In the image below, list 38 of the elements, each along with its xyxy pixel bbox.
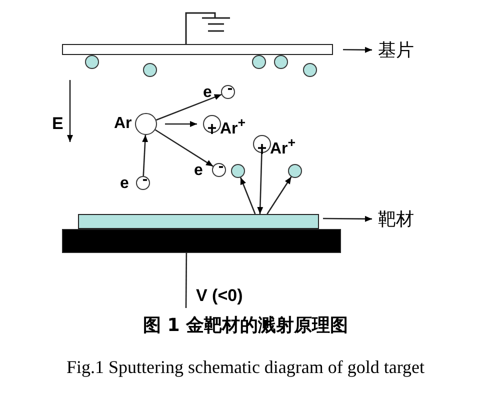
arrow bbox=[323, 216, 372, 222]
argon-ion bbox=[253, 135, 271, 153]
arrow bbox=[142, 134, 148, 176]
substrate-plate bbox=[62, 44, 333, 55]
deposited-atom bbox=[85, 55, 99, 69]
part-label: 靶材 bbox=[378, 208, 414, 231]
figure-title: 图 1 金靶材的溅射原理图 bbox=[142, 314, 350, 337]
particle-label: Ar$^{+}$ bbox=[220, 114, 246, 138]
deposited-atom bbox=[274, 55, 288, 69]
arrow bbox=[343, 46, 372, 53]
arrow bbox=[156, 94, 222, 121]
electron bbox=[221, 85, 235, 99]
arrow bbox=[257, 152, 264, 214]
deposited-atom bbox=[252, 55, 266, 69]
arrow bbox=[154, 129, 214, 167]
particle-label: e bbox=[120, 175, 129, 193]
argon-ion bbox=[203, 115, 221, 133]
electrode-plate bbox=[62, 229, 341, 253]
arrow bbox=[240, 177, 256, 214]
argon-atom bbox=[135, 113, 157, 135]
electron bbox=[136, 176, 150, 190]
arrow bbox=[165, 121, 197, 127]
field-label: E bbox=[52, 115, 64, 133]
deposited-atom bbox=[143, 63, 157, 77]
electron bbox=[212, 163, 226, 177]
arrow bbox=[266, 176, 292, 214]
figure-caption: Fig.1 Sputtering schematic diagram of gold target bbox=[65, 357, 426, 378]
part-label: 基片 bbox=[378, 39, 414, 62]
particle-label: Ar$^{+}$ bbox=[270, 134, 296, 158]
sputtered-atom bbox=[288, 164, 302, 178]
particle-label: e bbox=[194, 162, 203, 180]
voltage-label: V (<0) bbox=[196, 286, 243, 306]
deposited-atom bbox=[303, 63, 317, 77]
wire-line bbox=[185, 253, 188, 308]
particle-label: Ar bbox=[114, 115, 132, 133]
sputtered-atom bbox=[231, 164, 245, 178]
target-plate bbox=[78, 214, 319, 229]
particle-label: e bbox=[203, 84, 212, 102]
